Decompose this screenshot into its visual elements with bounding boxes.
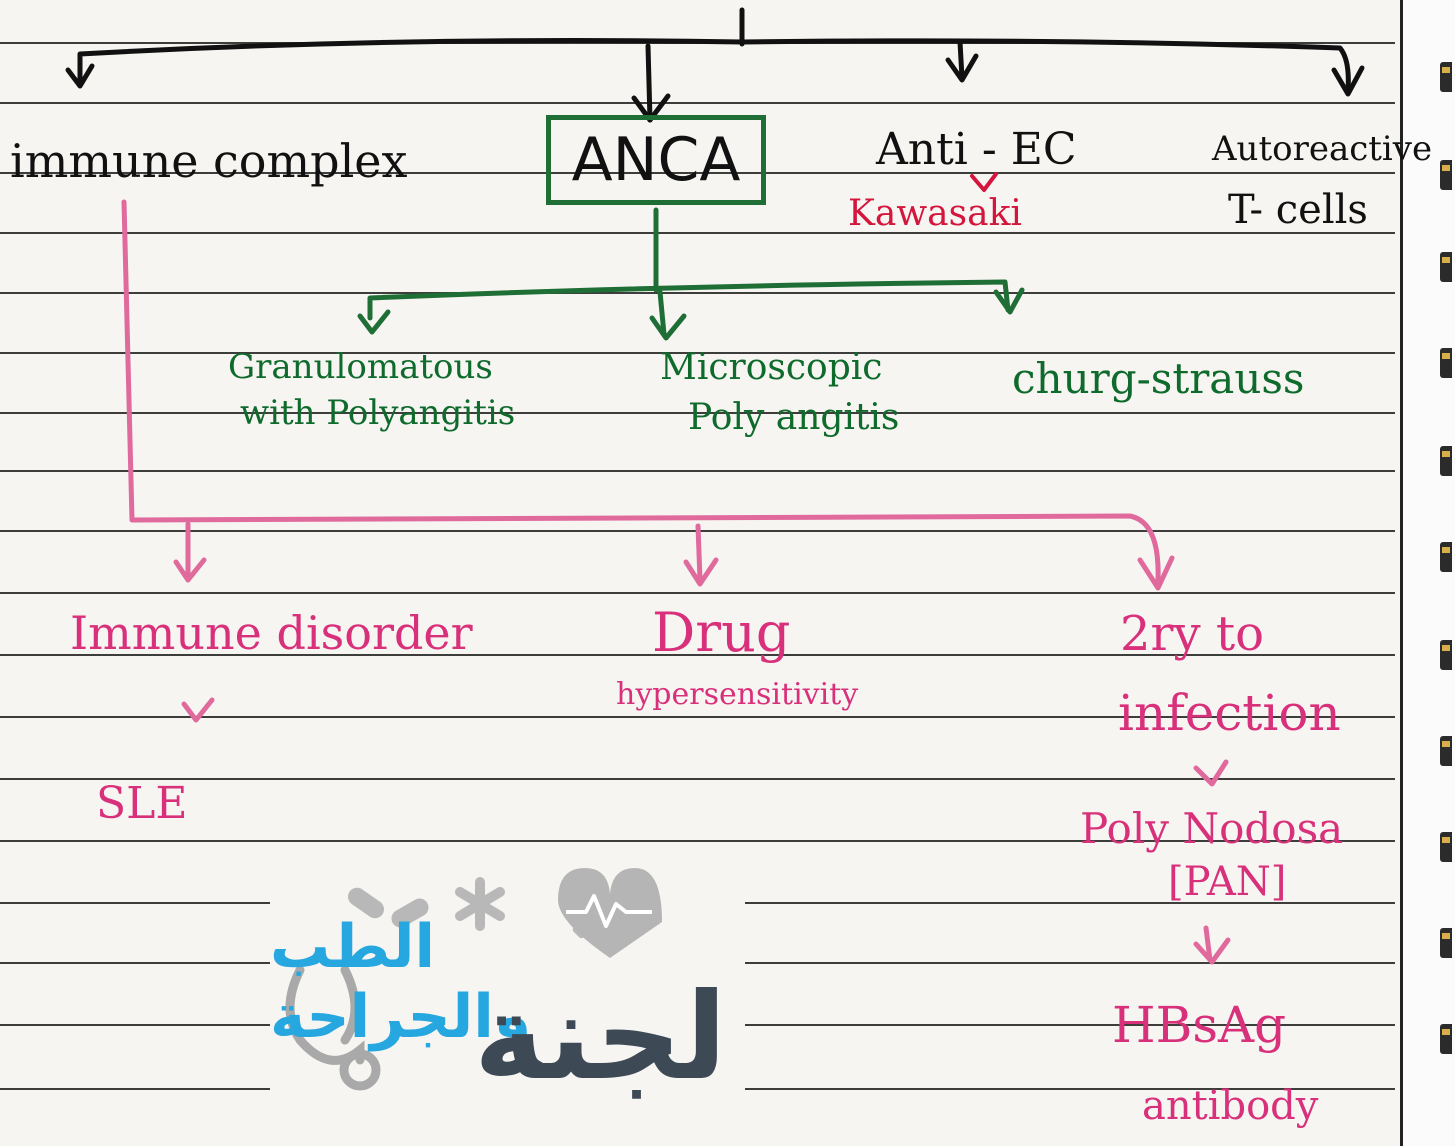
- ruled-line: [0, 292, 1395, 294]
- binding-ring-icon: [1440, 542, 1452, 572]
- node-anti-ec: Anti - EC: [876, 124, 1077, 175]
- ruled-line: [0, 412, 1395, 414]
- binding-ring-icon: [1440, 736, 1452, 766]
- node-2ry-to: 2ry to: [1120, 606, 1265, 662]
- binding-ring-icon: [1440, 160, 1452, 190]
- immune-complex-branch-connectors: [121, 199, 1231, 965]
- binding-ring-icon: [1440, 348, 1452, 378]
- pills-icon: [347, 887, 429, 928]
- binding-ring-icon: [1440, 62, 1452, 92]
- node-antibody: antibody: [1142, 1083, 1319, 1129]
- node-poly-nodosa: Poly Nodosa: [1080, 804, 1344, 853]
- heart-pulse-icon: [558, 868, 662, 958]
- node-t-cells: T- cells: [1228, 187, 1368, 233]
- ruled-line: [0, 592, 1395, 594]
- stethoscope-icon: [285, 965, 381, 1091]
- binding-ring-icon: [1440, 1024, 1452, 1054]
- node-immune-disorder: Immune disorder: [70, 606, 473, 660]
- anca-branch-connectors: [357, 207, 1025, 341]
- logo-graphics: [285, 868, 662, 1091]
- kawasaki-arrow: [970, 172, 998, 192]
- binding-ring-icon: [1440, 640, 1452, 670]
- binding-ring-icon: [1440, 832, 1452, 862]
- binding-ring-icon: [1440, 446, 1452, 476]
- node-pan: [PAN]: [1168, 859, 1287, 905]
- logo-text-arabic-bottom: لجنة: [473, 968, 727, 1107]
- node-infection: infection: [1118, 684, 1341, 742]
- node-hypersensitivity: hypersensitivity: [616, 677, 859, 712]
- ruled-line: [0, 716, 1395, 718]
- binding-ring-icon: [1440, 252, 1452, 282]
- ruled-line: [0, 172, 1395, 174]
- ruled-line: [0, 232, 1395, 234]
- node-microscopic: Microscopic: [660, 347, 883, 388]
- node-anca: ANCA: [571, 125, 741, 195]
- node-hbsag: HBsAg: [1112, 996, 1287, 1054]
- ruled-line: [0, 840, 1395, 842]
- node-drug: Drug: [652, 601, 791, 664]
- ruled-line: [0, 352, 1395, 354]
- top-branch-connectors: [65, 7, 1365, 123]
- ruled-line: [0, 654, 1395, 656]
- node-microscopic-line2: Poly angitis: [688, 397, 900, 438]
- binding-ring-icon: [1440, 928, 1452, 958]
- anca-box: ANCA: [546, 115, 766, 205]
- node-granulomatous-line2: with Polyangitis: [240, 393, 516, 433]
- node-kawasaki: Kawasaki: [848, 193, 1022, 234]
- node-churg-strauss: churg-strauss: [1012, 354, 1305, 403]
- ruled-line: [0, 102, 1395, 104]
- node-immune-complex: immune complex: [10, 134, 408, 188]
- node-granulomatous: Granulomatous: [228, 347, 493, 387]
- watermark-logo: الطب والجراحة لجنة: [270, 860, 745, 1110]
- asterisk-icon: [455, 877, 505, 931]
- node-autoreactive: Autoreactive: [1212, 129, 1433, 169]
- logo-text-arabic-top: الطب والجراحة: [270, 912, 532, 1052]
- ruled-line: [0, 778, 1395, 780]
- node-sle: SLE: [96, 778, 188, 829]
- ruled-line: [0, 470, 1395, 472]
